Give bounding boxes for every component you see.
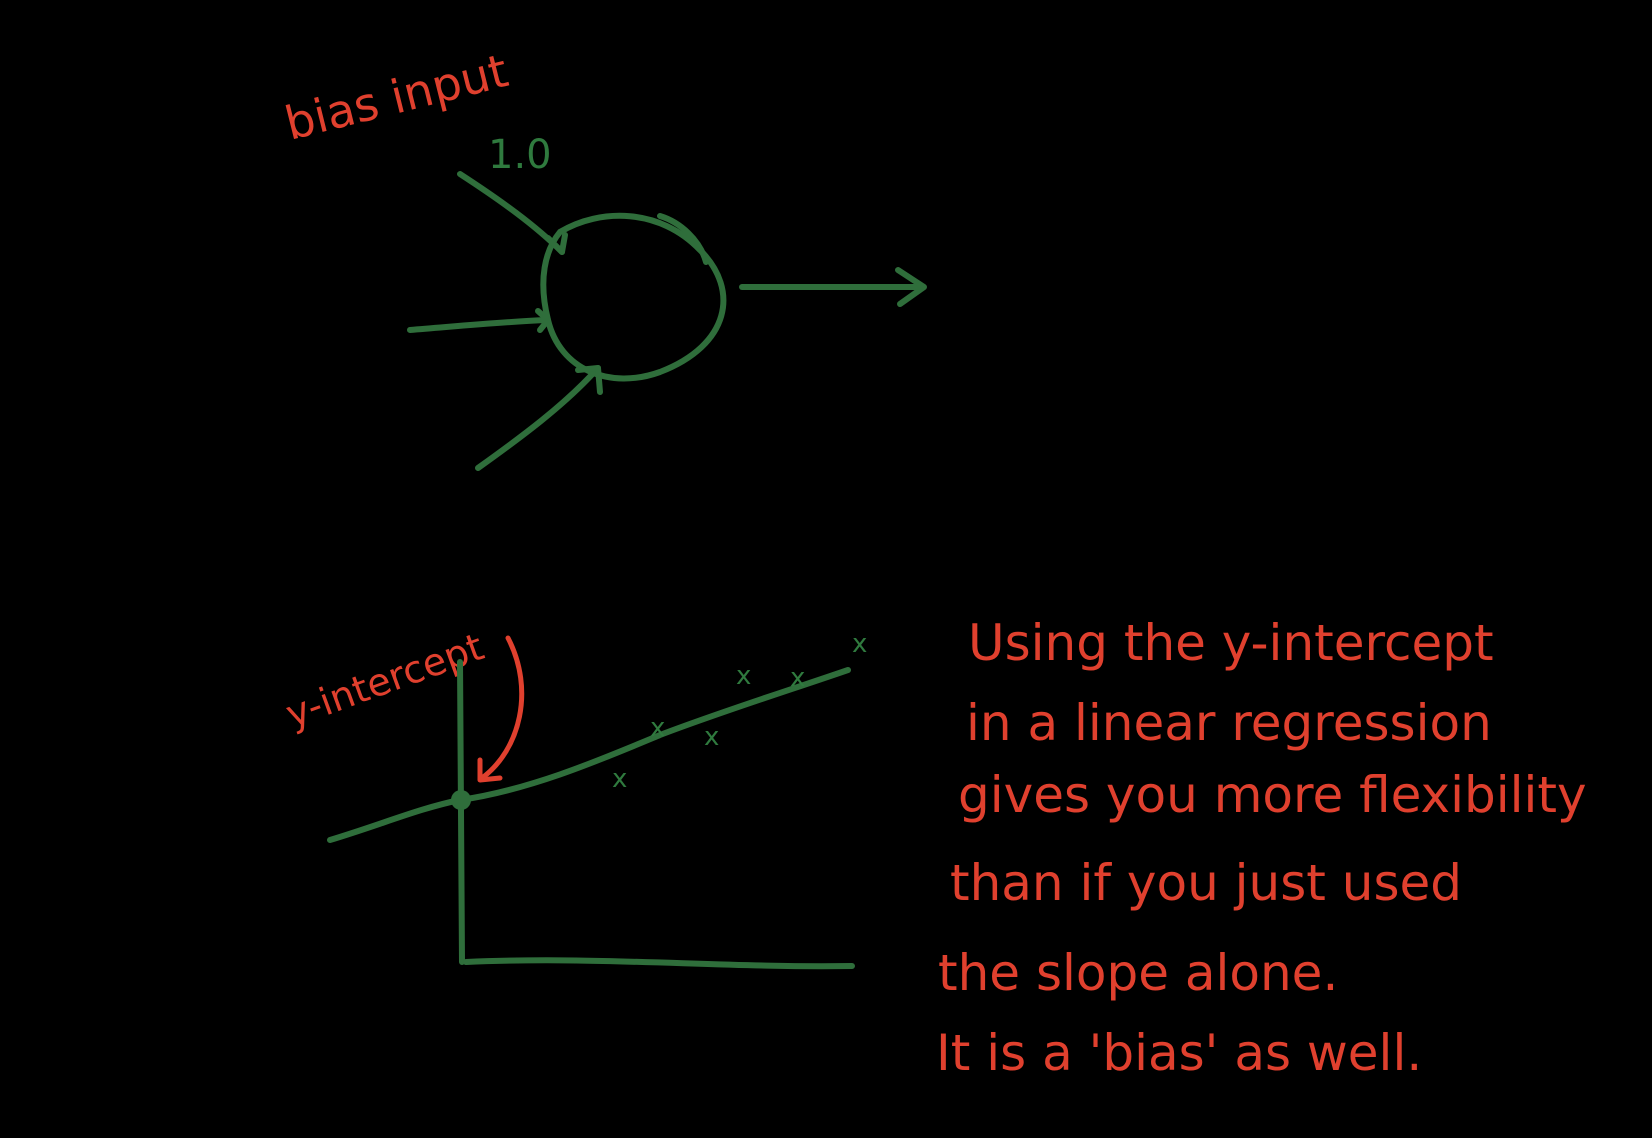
regression-line — [327, 667, 851, 843]
explanation-line-4: than if you just used — [950, 854, 1462, 912]
intercept-pointer-head — [477, 757, 503, 783]
explanation-text: Using the y-intercept in a linear regres… — [936, 614, 1587, 1082]
bias-arrow-head — [545, 232, 568, 255]
explanation-line-3: gives you more flexibility — [958, 766, 1587, 824]
intercept-pointer-arrow — [479, 635, 525, 781]
data-point: x — [650, 713, 665, 743]
explanation-line-1: Using the y-intercept — [968, 614, 1494, 672]
bias-value-label: 1.0 — [488, 132, 552, 178]
explanation-line-2: in a linear regression — [966, 694, 1492, 752]
explanation-line-6: It is a 'bias' as well. — [936, 1024, 1422, 1082]
input-arrow-middle — [407, 317, 549, 333]
data-point: x — [736, 661, 751, 691]
output-arrow-head — [895, 267, 927, 307]
y-axis — [457, 659, 465, 965]
neuron-circle-overlap — [657, 213, 709, 265]
data-point: x — [790, 663, 805, 693]
data-point: x — [852, 629, 867, 659]
data-point: x — [704, 722, 719, 752]
input-arrow-bottom — [475, 365, 601, 471]
neuron-circle — [540, 212, 727, 382]
input-arrow-bottom-head — [575, 365, 603, 395]
x-axis — [463, 957, 855, 970]
explanation-line-5: the slope alone. — [938, 944, 1338, 1002]
input-arrow-middle-head — [535, 308, 551, 333]
intercept-point — [451, 790, 471, 810]
data-point: x — [612, 764, 627, 794]
